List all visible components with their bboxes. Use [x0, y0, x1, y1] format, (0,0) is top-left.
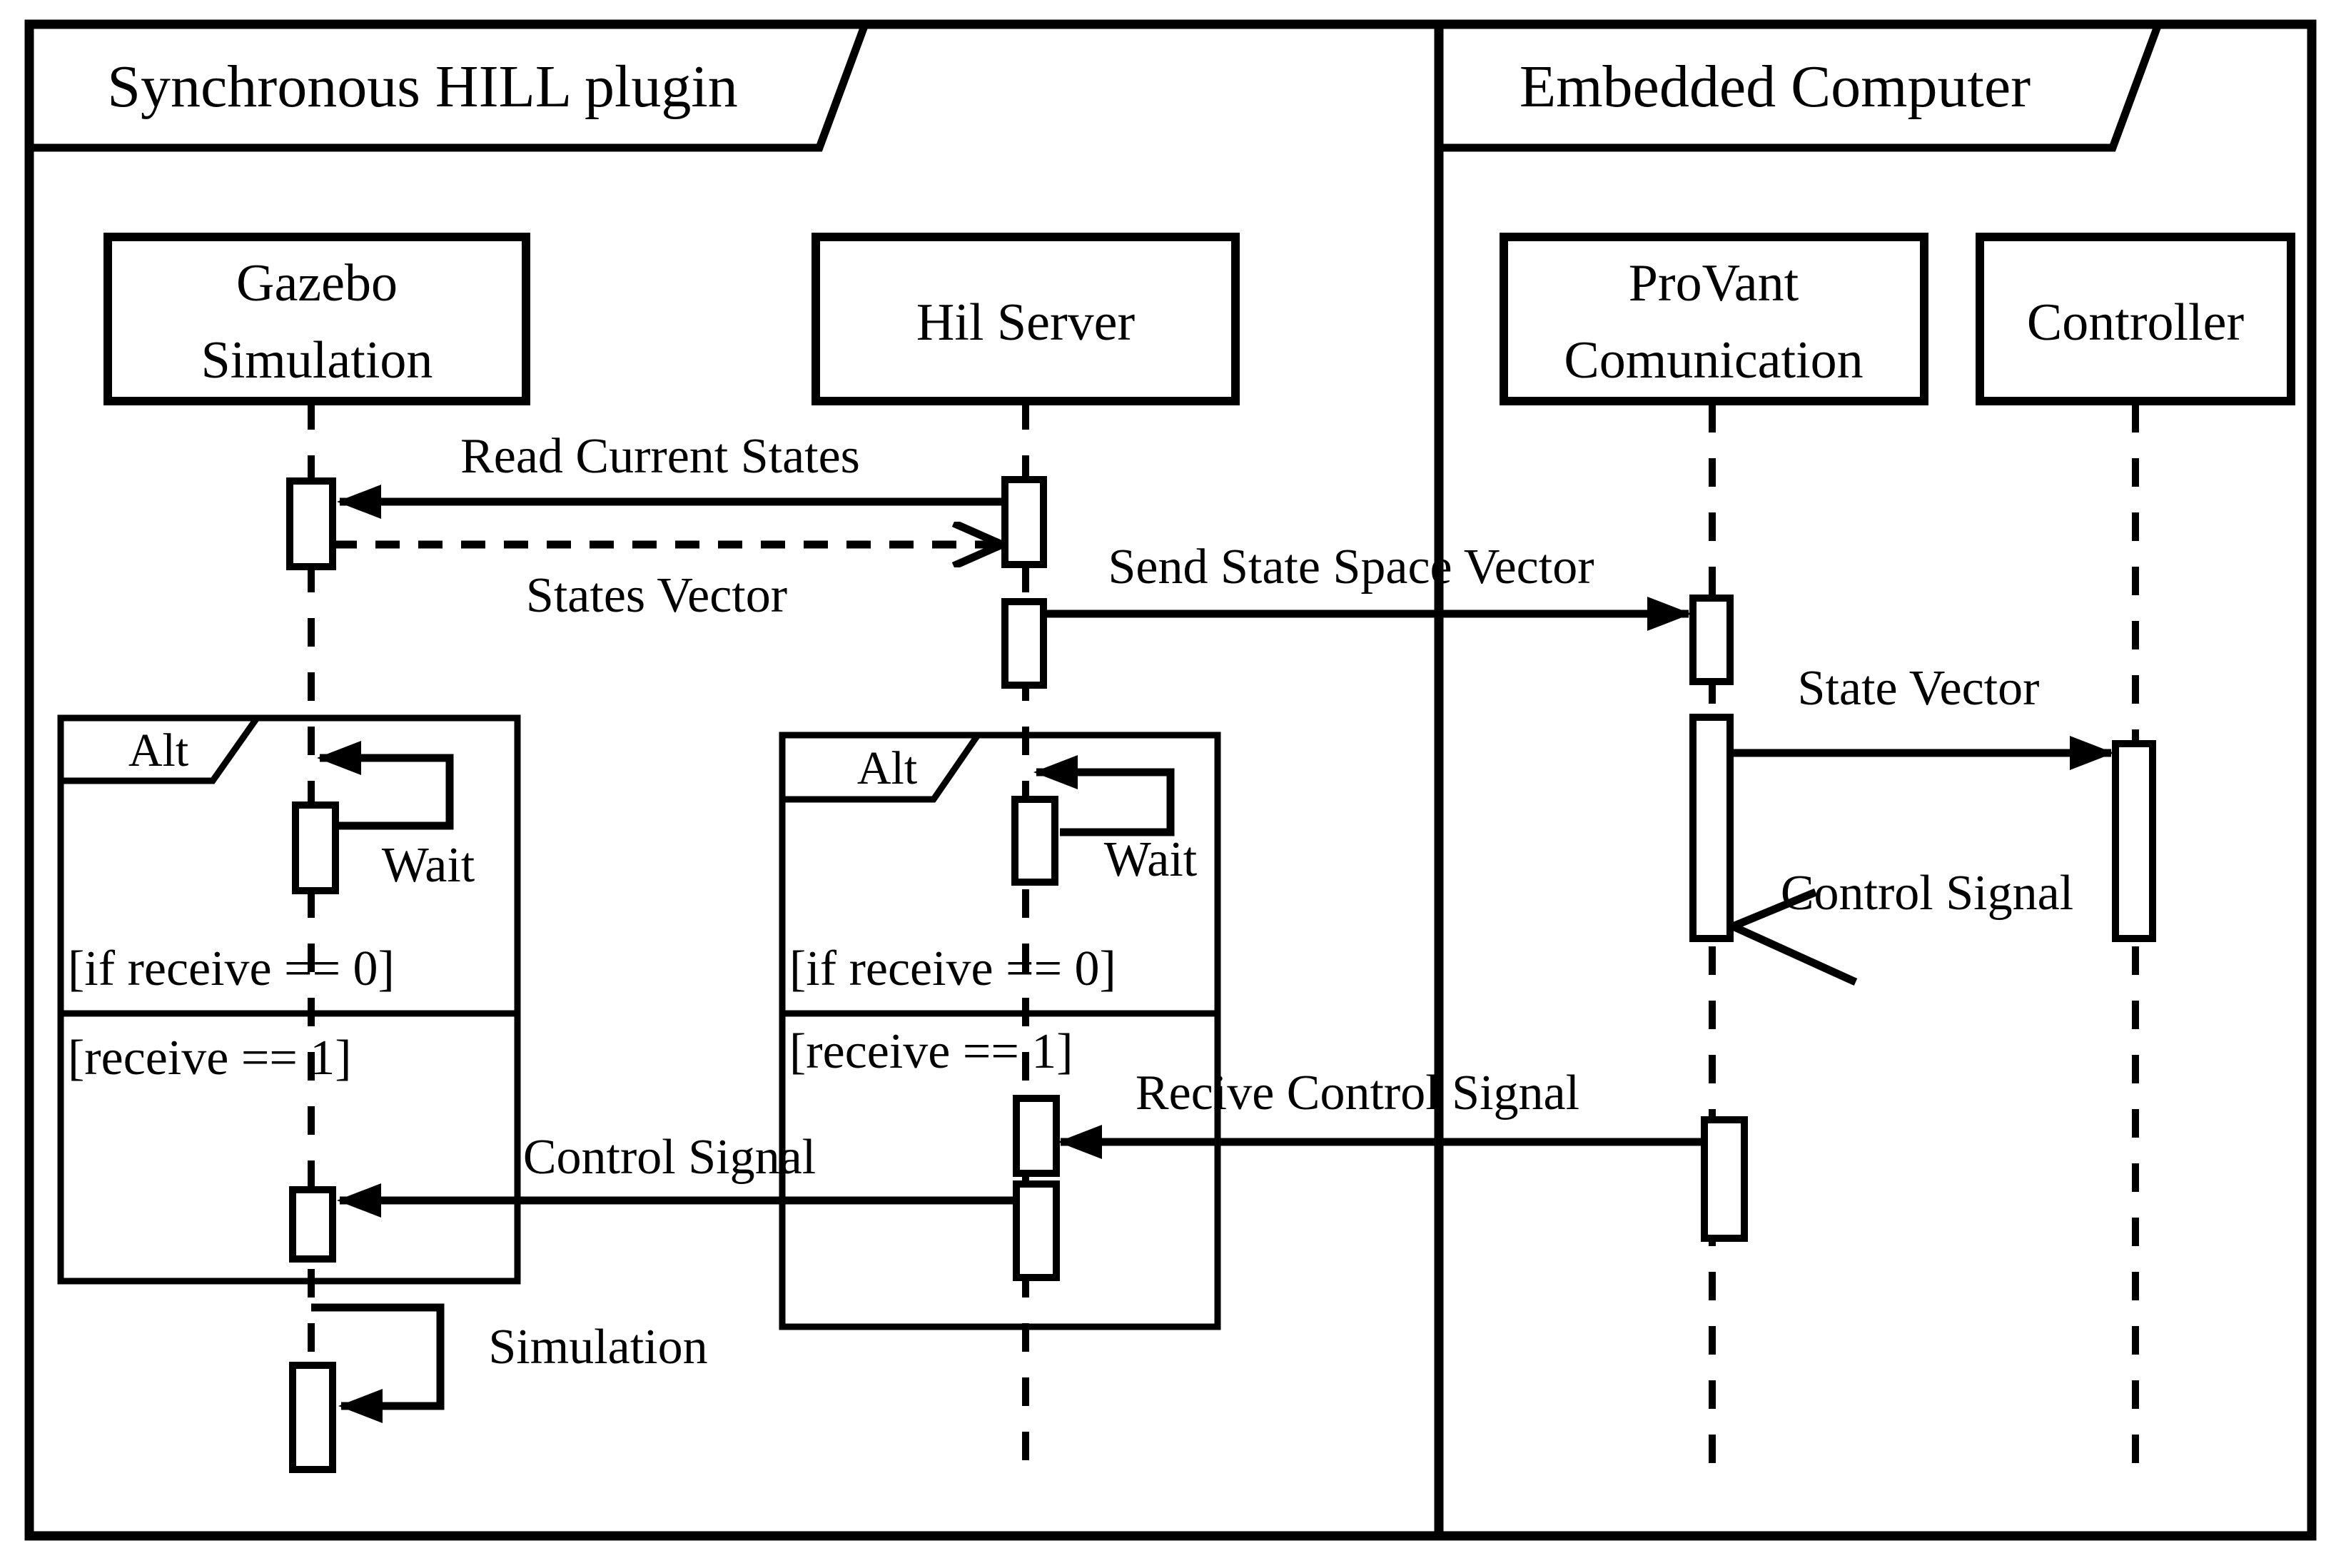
message-label-wait-hil: Wait	[1103, 832, 1198, 887]
lifeline-head-hil-server	[811, 233, 1240, 405]
activation-gazebo-read	[286, 477, 336, 570]
message-label-control-signal-embedded: Control Signal	[1780, 866, 2074, 921]
activation-hil-read	[1001, 476, 1047, 568]
activation-controller	[2112, 740, 2156, 942]
frame-pentagon-embedded	[1439, 23, 2163, 152]
message-label-send-state-space-vector: Send State Space Vector	[1108, 540, 1594, 595]
arrow-control-signal-embedded-upper	[1731, 888, 1818, 931]
lifeline-head-provant	[1500, 233, 1928, 405]
message-label-control-signal-plugin: Control Signal	[522, 1130, 816, 1185]
activation-hil-control	[1013, 1180, 1060, 1281]
lifeline-head-gazebo	[103, 233, 530, 405]
alt-guard-if-gazebo: [if receive == 0]	[68, 941, 395, 996]
frame-pentagon-sync	[29, 23, 869, 152]
arrow-control-signal-embedded-lower	[1731, 922, 1858, 986]
message-label-states-vector: States Vector	[525, 568, 788, 623]
lifeline-head-controller	[1976, 233, 2295, 405]
activation-provant-send-control	[1701, 1116, 1748, 1242]
message-label-wait-gazebo: Wait	[381, 838, 475, 893]
activation-gazebo-wait	[292, 801, 339, 894]
alt-operator-gazebo: Alt	[128, 724, 189, 777]
alt-guard-else-gazebo: [receive == 1]	[68, 1031, 352, 1086]
activation-gazebo-simulation	[289, 1362, 336, 1473]
arrow-wait-gazebo-self	[317, 741, 454, 830]
arrow-wait-hil-self	[1033, 755, 1175, 836]
message-label-state-vector: State Vector	[1797, 661, 2040, 716]
alt-guard-if-hil: [if receive == 0]	[789, 941, 1116, 996]
lifeline-label-provant-1: ProVant	[1628, 254, 1799, 313]
frame-title-embedded: Embedded Computer	[1519, 54, 2031, 120]
lifeline-label-hil-server: Hil Server	[916, 293, 1136, 352]
arrow-simulation-self	[311, 1303, 445, 1423]
alt-pentagon-gazebo	[61, 716, 260, 784]
lifeline-label-gazebo-1: Gazebo	[236, 254, 398, 313]
message-label-simulation: Simulation	[488, 1320, 708, 1375]
activation-hil-recive	[1013, 1095, 1060, 1177]
lifeline-label-controller: Controller	[2026, 293, 2245, 352]
alt-operator-hil: Alt	[856, 742, 918, 794]
activation-gazebo-control	[289, 1186, 336, 1263]
alt-pentagon-hil	[782, 733, 981, 803]
activation-hil-send	[1001, 598, 1047, 689]
frame-title-sync: Synchronous HILL plugin	[107, 54, 738, 120]
activation-hil-wait	[1011, 796, 1058, 886]
lifeline-label-provant-2: Comunication	[1564, 331, 1864, 390]
alt-fragment-gazebo	[57, 714, 521, 1285]
message-label-recive-control-signal: Recive Control Signal	[1135, 1066, 1580, 1121]
lifeline-label-gazebo-2: Simulation	[201, 331, 433, 390]
alt-guard-else-hil: [receive == 1]	[789, 1024, 1073, 1079]
message-label-read-current-states: Read Current States	[460, 429, 860, 484]
activation-provant-receive	[1689, 595, 1734, 685]
activation-provant-exchange	[1689, 714, 1734, 942]
alt-fragment-hil	[779, 732, 1221, 1330]
